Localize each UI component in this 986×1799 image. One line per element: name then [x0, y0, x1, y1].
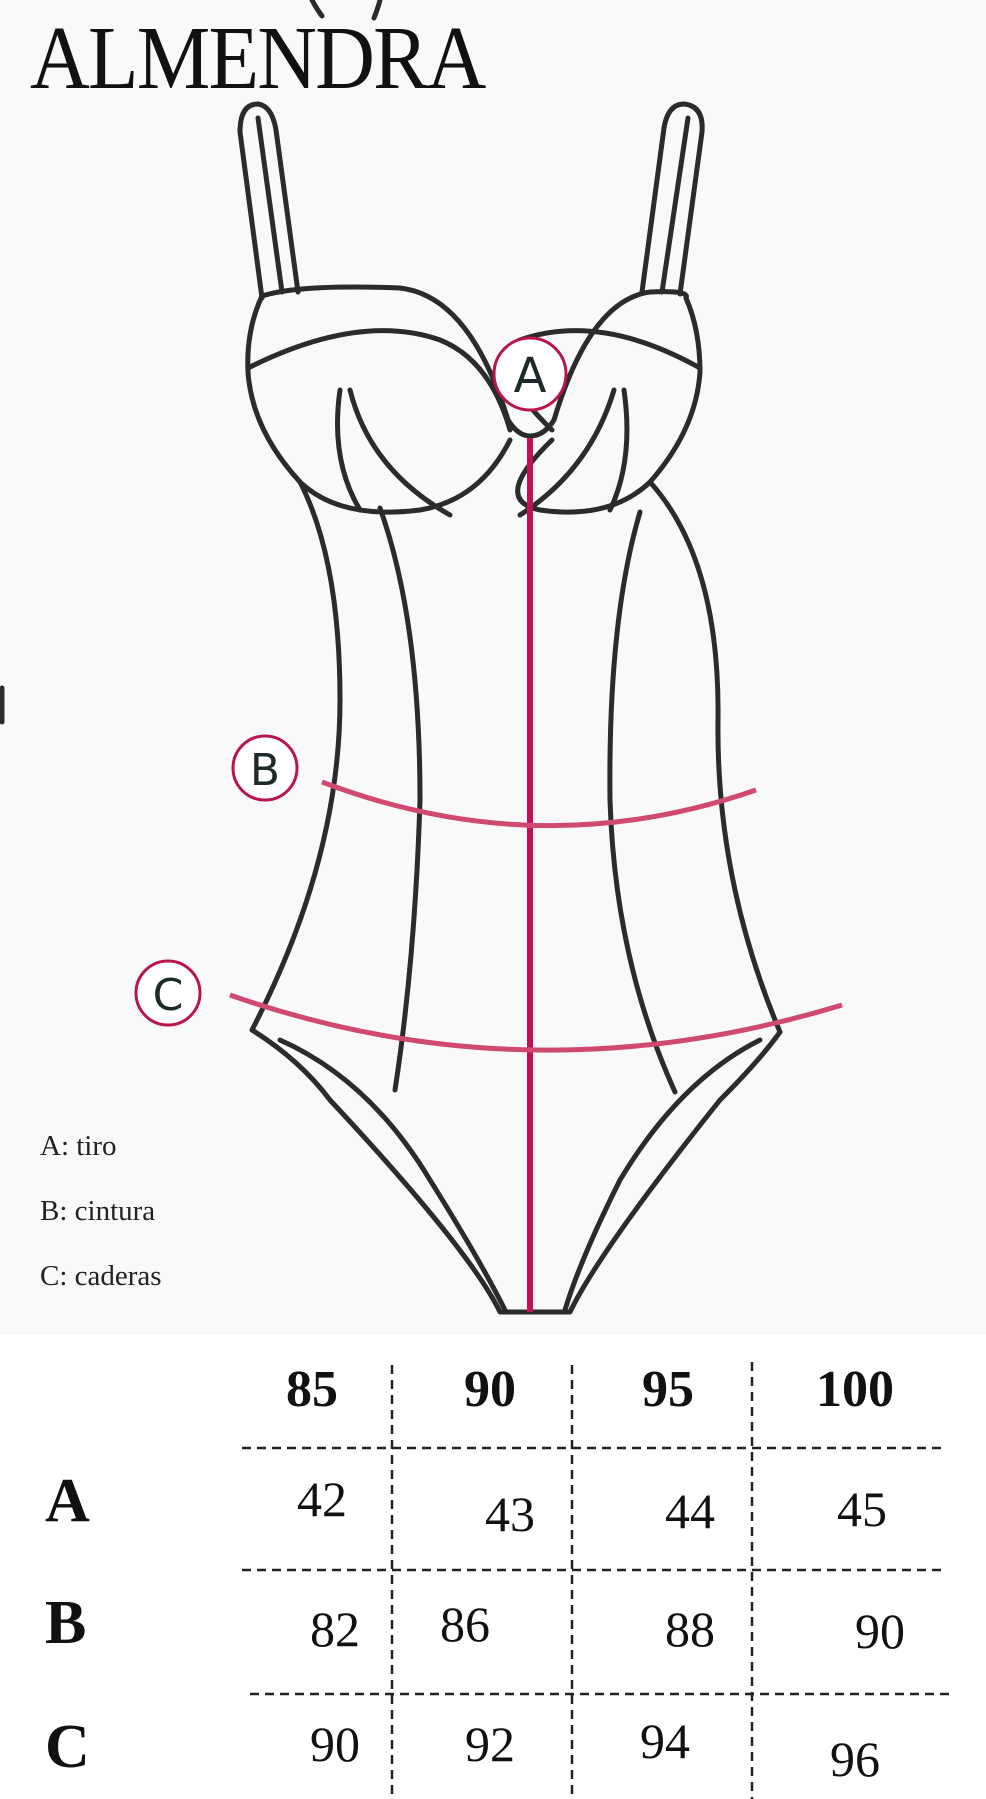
table-cell: 44 — [665, 1483, 715, 1539]
right-leg-inner — [562, 1037, 763, 1313]
table-cell: 96 — [830, 1731, 880, 1787]
legend-item-a: A: tiro — [40, 1130, 117, 1162]
left-strap — [237, 101, 301, 301]
right-strap — [639, 101, 705, 297]
size-header: 100 — [816, 1361, 894, 1418]
row-label-c: C — [45, 1713, 90, 1781]
marker-a-label: A — [514, 348, 547, 404]
table-cell: 43 — [485, 1486, 535, 1542]
marker-c-label: C — [153, 970, 184, 1021]
marker-b-label: B — [250, 745, 280, 796]
right-cup-seam2 — [517, 387, 617, 518]
left-strap-inner — [255, 115, 285, 295]
left-cup-band — [245, 328, 513, 433]
right-side — [647, 479, 783, 1035]
left-cup-top — [259, 284, 689, 439]
right-strap-inner — [659, 115, 691, 295]
left-leg-outer — [249, 1027, 783, 1315]
size-header: 85 — [286, 1361, 338, 1418]
right-panel-line — [607, 509, 678, 1095]
left-side — [249, 479, 343, 1033]
left-cup-seam2 — [347, 387, 453, 518]
table-cell: 45 — [837, 1481, 887, 1537]
left-panel-line — [377, 505, 423, 1093]
marker-b-circle — [231, 734, 299, 802]
table-cell: 90 — [855, 1603, 905, 1659]
row-label-b: B — [45, 1589, 87, 1657]
diagram-background — [0, 0, 986, 1335]
right-cup-seam1 — [607, 387, 630, 513]
legend-item-b: B: cintura — [40, 1195, 156, 1227]
row-label-a: A — [45, 1467, 90, 1535]
table-cell: 42 — [297, 1471, 347, 1527]
cropped-text-fragment — [309, 0, 383, 21]
size-header: 90 — [464, 1361, 516, 1418]
hip-measure-line — [229, 992, 843, 1053]
table-cell: 94 — [640, 1713, 690, 1769]
table-cell: 90 — [310, 1716, 360, 1772]
table-cell: 82 — [310, 1601, 360, 1657]
left-leg-inner — [277, 1037, 508, 1313]
left-cup-seam1 — [335, 387, 363, 513]
table-cell: 88 — [665, 1601, 715, 1657]
table-cell: 92 — [465, 1716, 515, 1772]
product-title: ALMENDRA — [30, 9, 486, 108]
waist-measure-line — [321, 779, 757, 829]
size-header: 95 — [642, 1361, 694, 1418]
marker-c-circle — [134, 959, 202, 1027]
table-cell: 86 — [440, 1596, 490, 1652]
marker-a-circle — [492, 336, 568, 412]
legend-item-c: C: caderas — [40, 1260, 162, 1292]
